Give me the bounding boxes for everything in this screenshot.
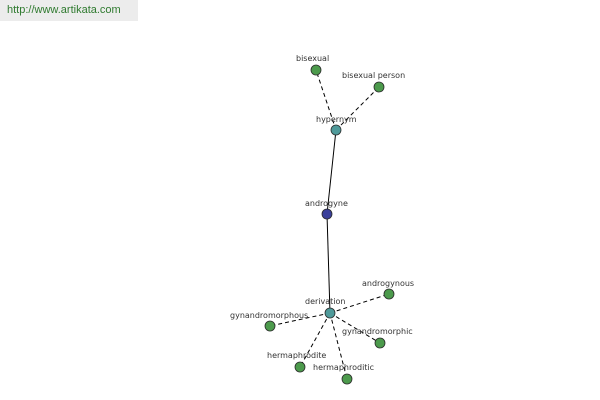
label-gynandromorphic: gynandromorphic	[342, 327, 413, 336]
label-hypernym: hypernym	[316, 115, 357, 124]
label-hermaphrodite: hermaphrodite	[267, 351, 326, 360]
node-derivation[interactable]	[324, 307, 336, 319]
label-androgyne: androgyne	[305, 199, 348, 208]
watermark-link[interactable]: http://www.artikata.com	[0, 0, 138, 21]
label-bisexual-person: bisexual person	[342, 71, 405, 80]
edge-hypernym-bisexual	[315, 69, 337, 131]
edge-hypernym-bisexual-person	[335, 86, 380, 131]
label-gynandromorphous: gynandromorphous	[230, 311, 308, 320]
edge-androgyne-derivation	[326, 213, 331, 314]
node-bisexual[interactable]	[310, 64, 322, 76]
nodes-layer	[264, 64, 395, 385]
node-androgynous[interactable]	[383, 288, 395, 300]
edge-derivation-gynandromorphous	[269, 312, 331, 327]
node-bisexual-person[interactable]	[373, 81, 385, 93]
edge-androgyne-hypernym	[326, 129, 337, 215]
node-gynandromorphic[interactable]	[374, 337, 386, 349]
edge-derivation-hermaphrodite	[299, 312, 331, 368]
edges-layer	[269, 69, 390, 380]
node-hypernym[interactable]	[330, 124, 342, 136]
node-hermaphroditic[interactable]	[341, 373, 353, 385]
label-androgynous: androgynous	[362, 279, 414, 288]
edge-derivation-gynandromorphic	[329, 312, 381, 344]
label-hermaphroditic: hermaphroditic	[313, 363, 374, 372]
labels-layer: androgyne hypernym derivation bisexual bisex…	[230, 54, 414, 372]
label-derivation: derivation	[305, 297, 345, 306]
node-hermaphrodite[interactable]	[294, 361, 306, 373]
label-bisexual: bisexual	[296, 54, 329, 63]
node-androgyne[interactable]	[321, 208, 333, 220]
edge-derivation-hermaphroditic	[329, 312, 348, 380]
node-gynandromorphous[interactable]	[264, 320, 276, 332]
edge-derivation-androgynous	[329, 293, 390, 314]
